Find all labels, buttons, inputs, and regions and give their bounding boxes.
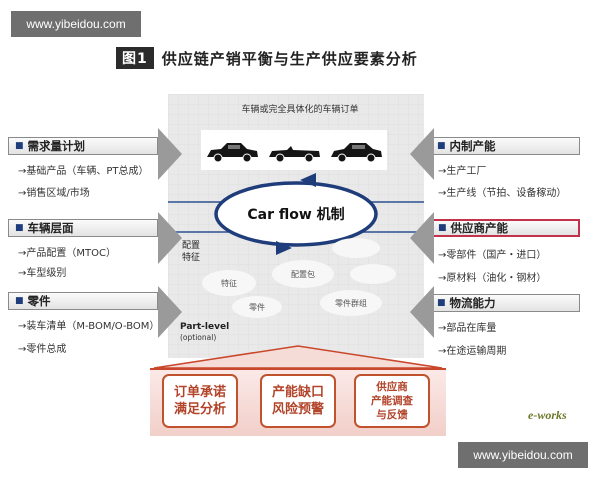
left-cat-vehicle-level-label: 车辆层面 (27, 221, 74, 235)
right-cat-logistics: ■ 物流能力 (430, 294, 580, 312)
left-arrow-2-icon (158, 212, 182, 264)
bottom-box-capacity-gap: 产能缺口 风险预警 (260, 374, 336, 428)
blank-ellipse-2 (350, 264, 396, 284)
left-item: →装车清单（M-BOM/O-BOM） (18, 321, 160, 332)
figure-title-row: 图1 供应链产销平衡与生产供应要素分析 (116, 46, 418, 70)
figure-badge: 图1 (116, 47, 154, 69)
car-flow-ellipse (214, 181, 378, 247)
right-item: →零部件（国产・进口） (438, 250, 547, 261)
right-arrow-3-icon (410, 286, 434, 338)
left-cat-parts-label: 零件 (27, 294, 51, 308)
vehicle-order-label: 车辆或完全具体化的车辆订单 (241, 105, 359, 115)
ellipse-part: 零件 (232, 296, 282, 318)
right-item: →生产工厂 (438, 166, 487, 177)
bottom-box-order-commitment: 订单承诺 满足分析 (162, 374, 238, 428)
flow-arrow-top-icon (300, 173, 316, 187)
convertible-icon (269, 146, 320, 163)
left-cat-parts: ■ 零件 (8, 292, 158, 310)
bullet-icon: ■ (438, 223, 447, 233)
left-arrow-1-icon (158, 128, 182, 180)
right-cat-logistics-label: 物流能力 (449, 296, 496, 310)
right-item: →生产线（节拍、设备稼动） (438, 188, 567, 199)
right-arrow-1-icon (410, 128, 434, 180)
sedan-icon (331, 143, 382, 163)
watermark-top: www.yibeidou.com (11, 11, 141, 37)
bullet-icon: ■ (15, 141, 24, 151)
bottom-box-line: 满足分析 (173, 402, 226, 417)
bullet-icon: ■ (437, 298, 446, 308)
right-cat-internal-capacity: ■ 内制产能 (430, 137, 580, 155)
bottom-box-line: 产能调查 (371, 395, 413, 407)
left-item: →基础产品（车辆、PT总成） (18, 166, 149, 177)
car-flow-label: Car flow 机制 (247, 207, 345, 223)
bullet-icon: ■ (15, 296, 24, 306)
sedan-icon (207, 143, 258, 163)
left-cat-demand-plan-label: 需求量计划 (27, 139, 86, 153)
right-cat-internal-capacity-label: 内制产能 (449, 139, 496, 153)
bottom-pointer (153, 345, 443, 369)
watermark-bottom: www.yibeidou.com (458, 442, 588, 468)
car-sedan-2 (325, 130, 387, 170)
e-works-logo: e-works (528, 408, 567, 422)
left-arrow-3-icon (158, 286, 182, 338)
car-convertible (263, 130, 325, 170)
bottom-box-line: 订单承诺 (173, 385, 226, 400)
right-cat-supplier-capacity-label: 供应商产能 (450, 221, 509, 235)
feature-label: 特征 (182, 253, 201, 263)
blank-ellipse-1 (332, 238, 380, 258)
bottom-box-line: 风险预警 (271, 402, 324, 417)
right-cat-supplier-capacity: ■ 供应商产能 (430, 219, 580, 237)
left-cat-vehicle-level: ■ 车辆层面 (8, 219, 158, 237)
left-item: →产品配置（MTOC） (18, 248, 116, 259)
part-level-label: Part-level (180, 322, 230, 332)
bottom-box-line: 产能缺口 (271, 385, 324, 400)
bottom-box-supplier-survey: 供应商 产能调查 与反馈 (354, 374, 430, 428)
optional-label: (optional) (180, 333, 217, 342)
bullet-icon: ■ (437, 141, 446, 151)
flow-arrow-bottom-icon (276, 241, 292, 255)
left-item: →销售区域/市场 (18, 188, 90, 199)
bottom-box-line: 与反馈 (376, 409, 408, 421)
right-item: →原材料（油化・钢材） (438, 273, 547, 284)
ellipse-config-pack: 配置包 (272, 260, 334, 288)
config-label: 配置 (182, 241, 201, 251)
left-item: →零件总成 (18, 344, 67, 355)
left-cat-demand-plan: ■ 需求量计划 (8, 137, 158, 155)
right-item: →部品在库量 (438, 323, 497, 334)
bottom-box-line: 供应商 (376, 381, 408, 393)
bottom-triangle-icon (153, 345, 443, 369)
right-arrow-2-icon (410, 212, 434, 264)
figure-title: 供应链产销平衡与生产供应要素分析 (161, 49, 418, 68)
ellipse-feature: 特征 (202, 270, 256, 296)
ellipse-part-group: 零件群组 (320, 290, 382, 316)
bullet-icon: ■ (15, 223, 24, 233)
car-sedan-1 (201, 130, 263, 170)
left-item: →车型级别 (18, 268, 67, 279)
right-item: →在途运输周期 (438, 346, 507, 357)
